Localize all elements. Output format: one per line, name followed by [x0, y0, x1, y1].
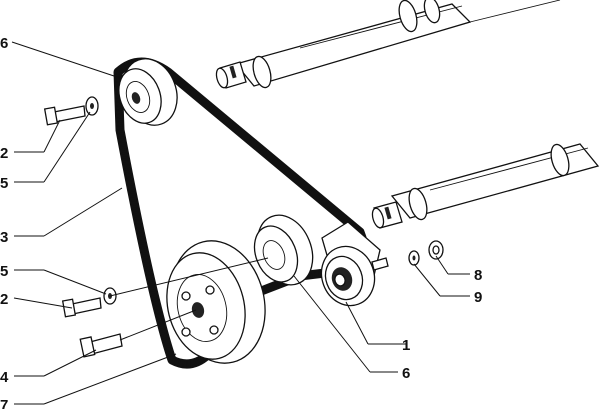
washer-upper — [85, 96, 99, 116]
bolt-upper — [43, 105, 86, 126]
idler-pulley — [253, 214, 314, 286]
crankshaft-pulley — [166, 240, 266, 364]
callout-2-lower-bolt: 2 — [0, 291, 8, 308]
lower-camshaft — [371, 143, 600, 229]
callout-8-nut: 8 — [474, 267, 482, 284]
upper-camshaft — [215, 0, 561, 89]
leader-lines — [11, 41, 470, 405]
tensioner-nut — [428, 240, 444, 260]
tensioner-pulley — [320, 221, 389, 307]
callout-5-lower-washer: 5 — [0, 263, 8, 280]
callout-6-idler-pulley: 6 — [402, 365, 410, 382]
callout-4-crank-bolt: 4 — [0, 369, 9, 386]
callout-2-upper-bolt: 2 — [0, 145, 8, 162]
tensioner-washer — [408, 250, 420, 266]
callout-6-upper-pulley: 6 — [0, 35, 8, 52]
callout-1-tensioner: 1 — [402, 337, 410, 354]
callout-5-upper-washer: 5 — [0, 175, 8, 192]
upper-pulley — [118, 58, 178, 126]
callout-7-crank-pulley: 7 — [0, 397, 8, 409]
bolt-lower — [61, 297, 102, 318]
callout-3-belt: 3 — [0, 229, 8, 246]
callout-9-washer: 9 — [474, 289, 482, 306]
bolt-crank — [79, 333, 123, 358]
